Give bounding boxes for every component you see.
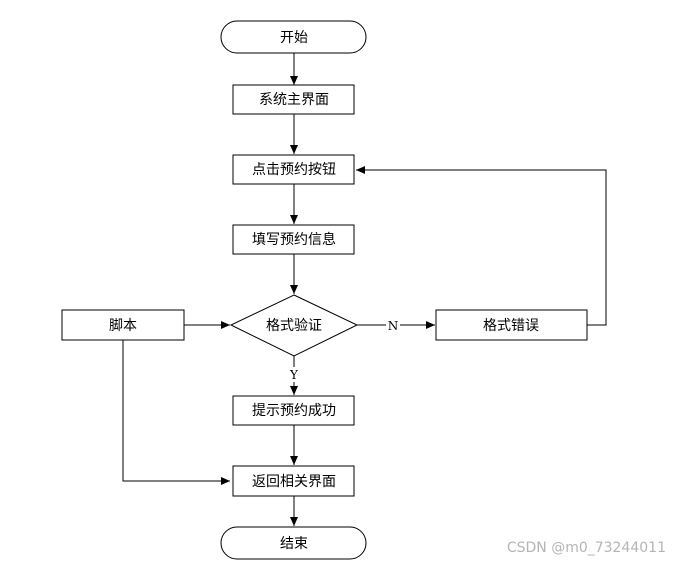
- validate-label: 格式验证: [266, 318, 322, 334]
- edge-script-return: [122, 340, 230, 485]
- edge-label-no: N: [388, 319, 399, 333]
- format-error-label: 格式错误: [483, 318, 539, 334]
- main-ui-box: [232, 84, 355, 115]
- click-button-box: [232, 154, 355, 185]
- return-ui-label: 返回相关界面: [252, 474, 336, 490]
- end-label: 结束: [280, 536, 308, 552]
- validate-decision: [229, 294, 359, 357]
- script-box: [61, 309, 185, 341]
- format-error-box: [435, 309, 588, 341]
- edge-error-click-loop: [356, 166, 607, 326]
- end-terminal: [220, 526, 367, 560]
- fill-info-box: [232, 224, 355, 255]
- start-terminal: [220, 20, 367, 54]
- script-label: 脚本: [109, 318, 137, 334]
- edge-label-yes: Y: [289, 368, 299, 382]
- start-label: 开始: [280, 30, 308, 46]
- success-box: [232, 395, 355, 426]
- watermark: CSDN @m0_73244011: [506, 540, 666, 556]
- click-button-label: 点击预约按钮: [252, 162, 336, 178]
- fill-info-label: 填写预约信息: [252, 231, 336, 248]
- return-ui-box: [232, 465, 355, 497]
- main-ui-label: 系统主界面: [259, 92, 329, 108]
- success-label: 提示预约成功: [252, 403, 336, 419]
